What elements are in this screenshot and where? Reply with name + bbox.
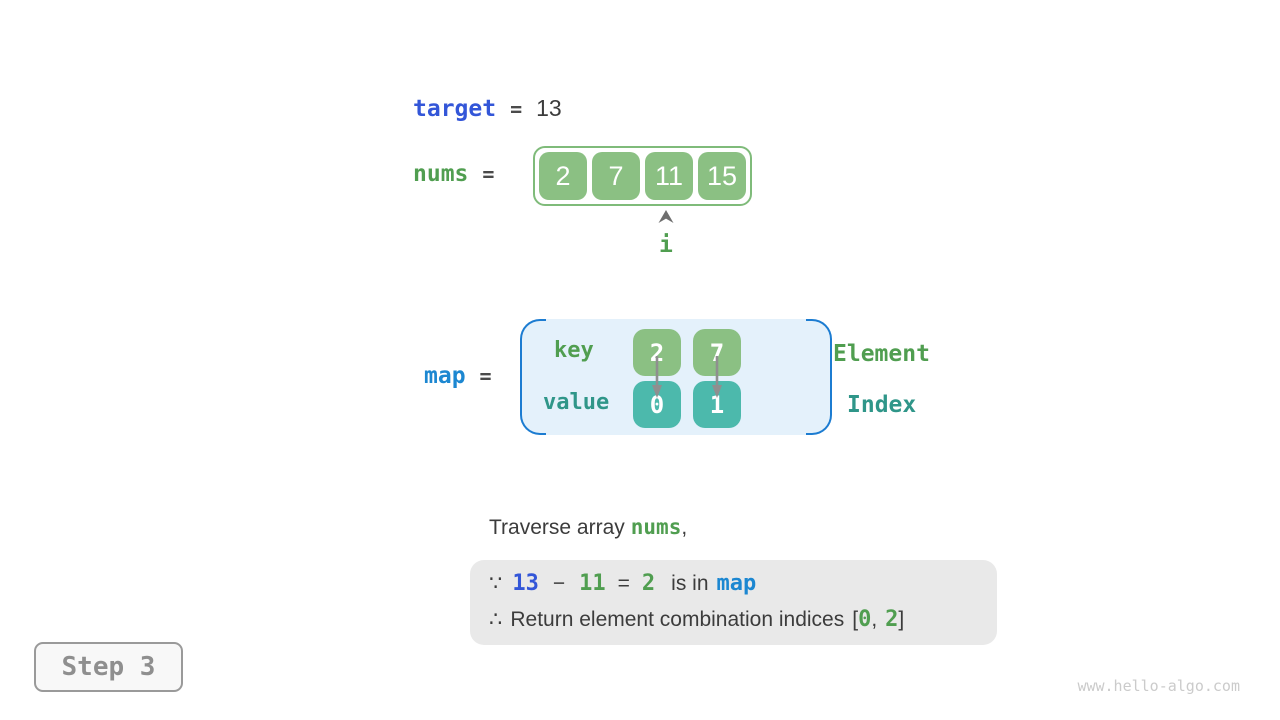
first-index-value: 0 [858, 607, 872, 632]
target-assignment: target = 13 [413, 95, 562, 122]
is-in-text: is in [671, 572, 709, 595]
map-reference: map [716, 571, 757, 596]
index-annotation: Index [847, 392, 917, 418]
map-value-label: value [543, 390, 610, 415]
array-cell: 11 [645, 152, 693, 200]
watermark: www.hello-algo.com [1077, 677, 1240, 695]
element-annotation: Element [833, 341, 930, 367]
equals-sign: = [479, 364, 492, 388]
step-badge: Step 3 [34, 642, 183, 692]
index-pointer-icon [658, 210, 674, 223]
nums-assignment: nums = [413, 161, 508, 187]
variable-name-map: map [424, 363, 466, 389]
return-text: Return element combination indices [510, 608, 845, 631]
subtrahend-value: 11 [579, 571, 606, 596]
key-to-value-arrow-icon [652, 356, 662, 398]
map-key-label: key [554, 338, 594, 363]
key-to-value-arrow-icon [712, 356, 722, 398]
minuend-value: 13 [512, 571, 539, 596]
caption-line: Traverse array nums , [489, 515, 687, 540]
equals-sign: = [482, 162, 495, 186]
equals-sign: = [617, 572, 630, 595]
step-label: Step 3 [61, 652, 156, 682]
nums-array: 2 7 11 15 [533, 146, 752, 206]
array-cell: 7 [592, 152, 640, 200]
difference-value: 2 [641, 571, 656, 596]
variable-name-target: target [413, 96, 497, 122]
hash-map-container: key value 2 7 0 1 [520, 319, 832, 435]
caption-suffix: , [681, 516, 688, 539]
because-line: ∵ 13 − 11 = 2 is in map [489, 570, 997, 598]
minus-sign: − [552, 572, 566, 595]
caption-text: Traverse array [489, 516, 625, 539]
bracket-open: [ [852, 608, 859, 631]
array-cell: 15 [698, 152, 746, 200]
target-value: 13 [536, 95, 562, 121]
because-symbol: ∵ [489, 572, 503, 595]
comma: , [871, 608, 878, 631]
bracket-close: ] [898, 608, 905, 631]
second-index-value: 2 [885, 607, 899, 632]
conclusion-box: ∵ 13 − 11 = 2 is in map ∴ Return element… [470, 560, 997, 645]
array-cell: 2 [539, 152, 587, 200]
caption-nums-ref: nums [630, 515, 682, 539]
therefore-line: ∴ Return element combination indices [ 0… [489, 606, 997, 634]
map-value-cell: 1 [693, 381, 741, 428]
therefore-symbol: ∴ [489, 608, 503, 631]
map-assignment: map = [424, 363, 506, 389]
index-pointer-label: i [659, 232, 673, 258]
map-value-cell: 0 [633, 381, 681, 428]
equals-sign: = [510, 97, 523, 121]
variable-name-nums: nums [413, 161, 469, 187]
